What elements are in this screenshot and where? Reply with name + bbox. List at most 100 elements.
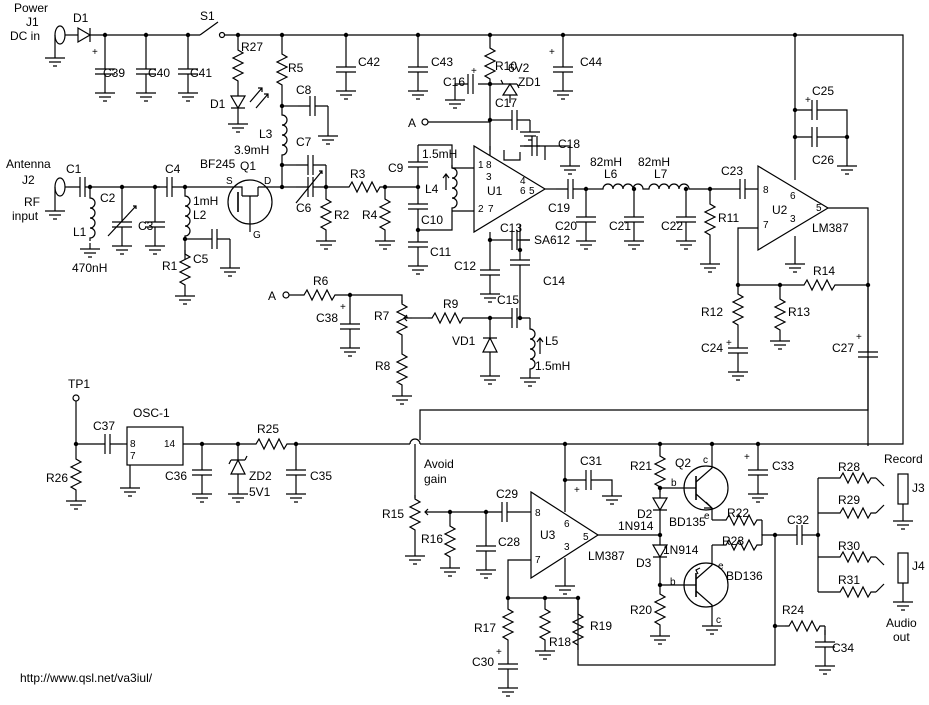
label-r16: R16 <box>421 532 443 546</box>
svg-text:+: + <box>496 647 502 658</box>
label-c14: C14 <box>543 274 565 288</box>
label-d2: D2 <box>637 507 653 521</box>
label-r4: R4 <box>362 208 378 222</box>
label-l5-value: 1.5mH <box>535 359 570 373</box>
cap-c43 <box>407 32 429 100</box>
label-u2: U2 <box>772 203 788 217</box>
label-c40: C40 <box>148 66 170 80</box>
label-c24: C24 <box>701 341 723 355</box>
label-c34: C34 <box>832 641 854 655</box>
cap-c42 <box>335 32 357 100</box>
label-d3: D3 <box>636 556 652 570</box>
label-u3-p7: 7 <box>535 555 541 566</box>
label-c37: C37 <box>93 419 115 433</box>
label-c30: C30 <box>472 655 494 669</box>
label-c21: C21 <box>609 219 631 233</box>
label-r23: R23 <box>722 534 744 548</box>
label-sa612: SA612 <box>534 233 570 247</box>
label-u2-p6: 6 <box>790 191 796 202</box>
label-c39: C39 <box>103 66 125 80</box>
label-antenna: Antenna <box>6 157 51 171</box>
audio-gain-stage: + + <box>404 441 776 697</box>
label-c36: C36 <box>165 469 187 483</box>
label-u1-p3: 3 <box>486 172 492 183</box>
label-u3: U3 <box>540 528 556 542</box>
label-q1: Q1 <box>240 159 256 173</box>
label-osc-p14: 14 <box>164 439 176 450</box>
label-l4: L4 <box>425 182 439 196</box>
label-c19: C19 <box>548 201 570 215</box>
label-l6-value: 82mH <box>590 155 622 169</box>
label-l5: L5 <box>545 334 559 348</box>
resistor-r4 <box>374 184 396 250</box>
label-c1: C1 <box>66 162 82 176</box>
label-r1: R1 <box>162 259 178 273</box>
label-u1-p6: 6 <box>520 186 526 197</box>
label-c27: C27 <box>832 341 854 355</box>
label-d1b: D1 <box>210 97 226 111</box>
label-c42: C42 <box>358 55 380 69</box>
cap-c12-c13-c14 <box>479 229 531 318</box>
label-zd1: ZD1 <box>518 75 541 89</box>
cap-c19 <box>555 178 600 200</box>
node-a-top <box>421 118 490 126</box>
cap-c4 <box>154 176 230 198</box>
label-bd136: BD136 <box>726 569 763 583</box>
output-transistors <box>649 441 785 645</box>
label-j1: J1 <box>26 15 39 29</box>
label-r30: R30 <box>838 539 860 553</box>
label-c31: C31 <box>580 454 602 468</box>
label-c13: C13 <box>500 221 522 235</box>
label-r14: R14 <box>813 264 835 278</box>
label-c20: C20 <box>555 219 577 233</box>
transistor-q1 <box>227 179 282 232</box>
label-r10: R10 <box>495 59 517 73</box>
svg-text:+: + <box>856 332 862 343</box>
ic-u2 <box>737 155 869 446</box>
label-u3-p3: 3 <box>564 542 570 553</box>
label-r28: R28 <box>838 460 860 474</box>
label-j4: J4 <box>912 559 925 573</box>
label-vd1: VD1 <box>452 334 476 348</box>
label-q3-e: e <box>718 561 724 572</box>
label-l2: L2 <box>193 208 207 222</box>
label-r17: R17 <box>474 621 496 635</box>
label-r3: R3 <box>350 167 366 181</box>
label-l7-value: 82mH <box>638 155 670 169</box>
label-c29: C29 <box>496 487 518 501</box>
label-j3: J3 <box>912 481 925 495</box>
cap-c41 <box>177 32 199 102</box>
label-c12: C12 <box>454 259 476 273</box>
source-url: http://www.qsl.net/va3iul/ <box>20 671 153 685</box>
svg-text:+: + <box>744 452 750 463</box>
label-r22: R22 <box>727 506 749 520</box>
cap-c39: + <box>92 32 116 102</box>
label-dcin: DC in <box>10 29 40 43</box>
inductor-l2 <box>174 184 241 305</box>
label-c17: C17 <box>495 96 517 110</box>
label-5v1: 5V1 <box>249 485 271 499</box>
label-r8: R8 <box>375 359 391 373</box>
label-rf: RF <box>24 195 40 209</box>
label-l3-value: 3.9mH <box>234 143 269 157</box>
label-record: Record <box>884 452 923 466</box>
label-u2-p8: 8 <box>763 185 769 196</box>
diode-d1 <box>77 26 92 44</box>
label-u1: U1 <box>487 184 503 198</box>
label-c15: C15 <box>497 293 519 307</box>
label-1n914-b: 1N914 <box>663 543 699 557</box>
label-r5: R5 <box>288 61 304 75</box>
label-u3-p6: 6 <box>564 519 570 530</box>
resistor-r27 <box>227 32 269 133</box>
label-r13: R13 <box>788 305 810 319</box>
cap-c3 <box>144 184 166 255</box>
label-l3: L3 <box>259 127 273 141</box>
switch-s1 <box>199 21 226 39</box>
svg-text:+: + <box>340 302 346 313</box>
label-input: input <box>12 209 39 223</box>
label-c10: C10 <box>421 213 443 227</box>
svg-text:+: + <box>805 95 811 106</box>
label-l1: L1 <box>73 225 87 239</box>
label-avoid: Avoid <box>424 457 454 471</box>
